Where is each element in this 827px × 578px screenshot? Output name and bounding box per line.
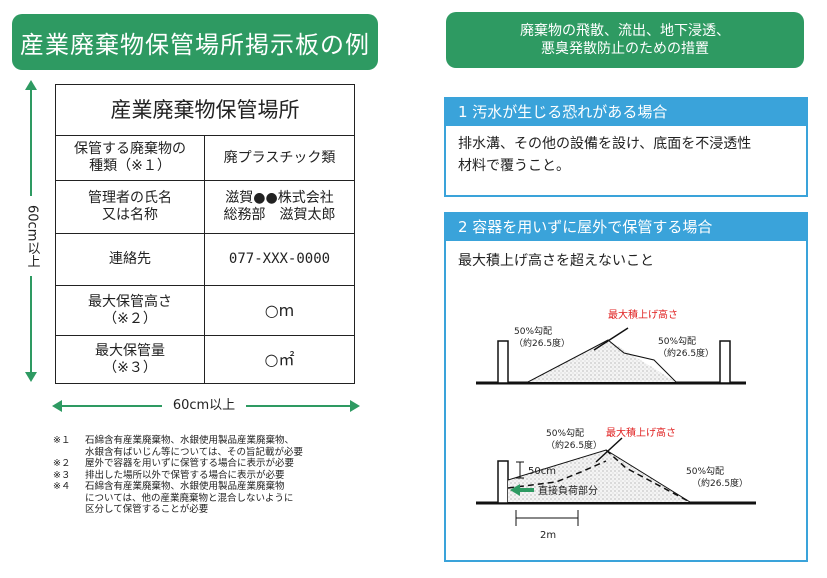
wastewater-measure-box: 1 汚水が生じる恐れがある場合 排水溝、その他の設備を設け、底面を不浸透性材料で… (444, 97, 808, 197)
wastewater-measure-heading: 1 汚水が生じる恐れがある場合 (446, 99, 806, 126)
pile-outline (527, 339, 677, 383)
right-wall (719, 340, 731, 384)
slope-line-2 (507, 460, 607, 489)
outdoor-storage-heading: 2 容器を用いずに屋外で保管する場合 (446, 214, 806, 241)
height-label: 50cm (528, 466, 556, 477)
sign-board-title: 産業廃棄物保管場所 (55, 84, 355, 136)
pile-diagrams: 最大積上げ高さ 50%勾配 （約26.5度） 50%勾配 （約26.5度） 最大… (476, 308, 756, 541)
measures-header: 廃棄物の飛散、流出、地下浸透、 悪臭発散防止のための措置 (446, 12, 804, 68)
sign-row-waste-type-label: 保管する廃棄物の種類（※１） (55, 135, 205, 181)
left-wall (497, 340, 509, 384)
sign-row-manager-value: 滋賀●●株式会社総務部 滋賀太郎 (204, 180, 355, 234)
arrow-left-icon (510, 484, 520, 496)
arrow-down-icon (25, 372, 37, 382)
left-slope-label-2b: （約26.5度） (546, 439, 602, 451)
left-wall-2 (497, 460, 509, 504)
outdoor-storage-box: 2 容器を用いずに屋外で保管する場合 最大積上げ高さを超えないこと 最大積上げ高… (444, 212, 808, 562)
right-slope-label-2: （約26.5度） (658, 347, 714, 359)
arrow-up-icon (25, 80, 37, 90)
width-label: 2m (540, 530, 556, 541)
vertical-dimension-label: 60cm以上 (18, 196, 46, 276)
sign-row-waste-type-value: 廃プラスチック類 (204, 135, 355, 181)
outdoor-storage-text: 最大積上げ高さを超えないこと (458, 253, 654, 269)
horizontal-dimension-label: 60cm以上 (162, 396, 246, 416)
right-slope-label-2a: 50%勾配 (686, 465, 724, 477)
left-slope-label-1: 50%勾配 (514, 325, 552, 337)
left-slope-label-2: （約26.5度） (514, 337, 570, 349)
sign-example-title: 産業廃棄物保管場所掲示板の例 (12, 14, 378, 70)
max-height-line (593, 327, 629, 351)
measures-header-line1: 廃棄物の飛散、流出、地下浸透、 (520, 23, 730, 39)
sign-row-max-volume-label: 最大保管量（※３） (55, 335, 205, 384)
slope-line-2b (605, 449, 691, 503)
arrow-left-icon (52, 400, 62, 412)
max-height-label: 最大積上げ高さ (608, 308, 678, 321)
sign-row-contact-value: 077-XXX-0000 (204, 233, 355, 286)
measures-header-line2: 悪臭発散防止のための措置 (541, 41, 709, 57)
right-slope-label-1: 50%勾配 (658, 335, 696, 347)
sign-row-max-height-label: 最大保管高さ（※２） (55, 285, 205, 336)
pile-diagram-1: 最大積上げ高さ 50%勾配 （約26.5度） 50%勾配 （約26.5度） (476, 308, 746, 385)
waste-pile (528, 340, 676, 382)
waste-pile-2 (508, 450, 690, 502)
max-height-line-2 (595, 437, 623, 463)
sign-board-table: 産業廃棄物保管場所 保管する廃棄物の種類（※１） 廃プラスチック類 管理者の氏名… (55, 84, 355, 384)
sign-row-manager-label: 管理者の氏名又は名称 (55, 180, 205, 234)
load-label: 直接負荷部分 (538, 484, 598, 497)
right-slope-label-2b: （約26.5度） (692, 477, 748, 489)
wastewater-measure-text: 排水溝、その他の設備を設け、底面を不浸透性材料で覆うこと。 (458, 136, 752, 174)
arrow-right-icon (350, 400, 360, 412)
pile-diagram-2: 最大積上げ高さ 50%勾配 （約26.5度） 50%勾配 （約26.5度） 50… (476, 426, 756, 541)
sign-row-max-volume-value: ○㎡ (204, 335, 355, 384)
sign-row-max-height-value: ○m (204, 285, 355, 336)
sign-row-contact-label: 連絡先 (55, 233, 205, 286)
left-slope-label-2a: 50%勾配 (546, 427, 584, 439)
max-height-label-2: 最大積上げ高さ (606, 426, 676, 439)
